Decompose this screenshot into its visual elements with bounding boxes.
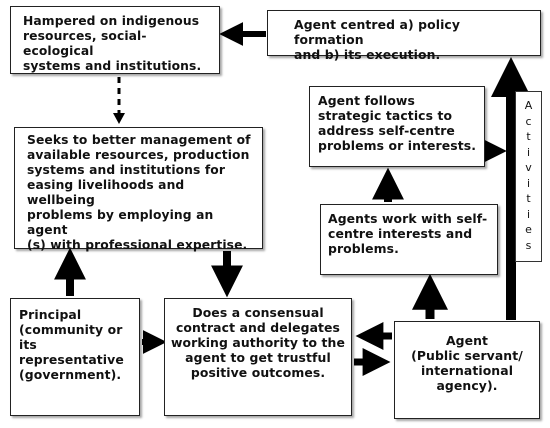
activities-letter: t <box>526 192 531 205</box>
box-agent-policy: Agent centred a) policy formation and b)… <box>267 10 541 62</box>
activities-letter: v <box>525 161 532 174</box>
arrowhead-dashed <box>113 113 125 124</box>
activities-letter: A <box>524 99 533 112</box>
box-agent-follows-text: Agent follows strategic tactics to addre… <box>318 93 477 153</box>
box-principal-text: Principal (community or its representati… <box>19 307 124 382</box>
activities-letter: c <box>525 114 532 128</box>
activities-letter: i <box>526 145 531 159</box>
activities-letter: i <box>526 207 531 221</box>
box-seeks: Seeks to better management of available … <box>14 127 263 252</box>
activities-letter: e <box>525 223 532 236</box>
activities-label: A c t i v i t i e s <box>515 91 542 262</box>
box-principal: Principal (community or its representati… <box>10 298 140 416</box>
box-hampered: Hampered on indigenous resources, social… <box>10 6 220 74</box>
box-hampered-text: Hampered on indigenous resources, social… <box>23 14 202 73</box>
box-consensual-text: Does a consensual contract and delegates… <box>171 305 345 380</box>
box-agent: Agent (Public servant/ international age… <box>394 321 540 419</box>
box-agents-work: Agents work with self- centre interests … <box>320 204 498 275</box>
box-agent-text: Agent (Public servant/ international age… <box>411 333 523 393</box>
box-consensual: Does a consensual contract and delegates… <box>164 298 352 416</box>
box-agents-work-text: Agents work with self- centre interests … <box>328 211 488 256</box>
box-agent-policy-text: Agent centred a) policy formation and b)… <box>294 17 461 62</box>
box-seeks-text: Seeks to better management of available … <box>27 133 251 252</box>
activities-letter: t <box>526 130 531 143</box>
activities-letter: s <box>525 238 532 252</box>
activities-letter: i <box>526 176 531 190</box>
box-agent-follows: Agent follows strategic tactics to addre… <box>309 86 485 167</box>
